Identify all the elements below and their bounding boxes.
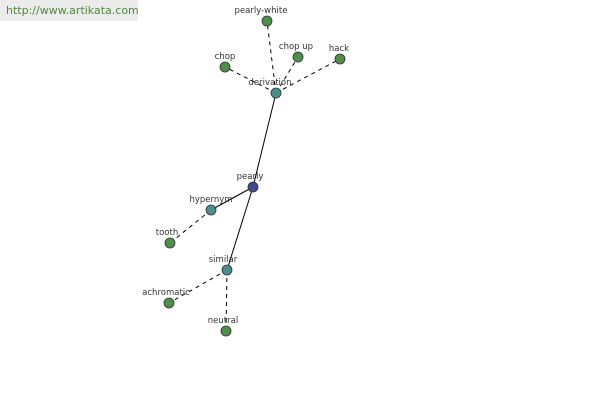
node-circle-similar[interactable]: [221, 264, 233, 276]
node-circle-derivation[interactable]: [270, 87, 282, 99]
node-label-neutral[interactable]: neutral: [208, 316, 238, 326]
nodes-layer: pearly derivation hypernym similar pearly-wh…: [142, 6, 349, 337]
node-similar[interactable]: similar: [209, 255, 238, 276]
node-label-hypernym[interactable]: hypernym: [189, 195, 232, 205]
edges-layer: [168, 20, 341, 332]
node-achromatic[interactable]: achromatic: [142, 288, 190, 309]
node-tooth[interactable]: tooth: [156, 228, 178, 249]
node-label-hack[interactable]: hack: [329, 44, 349, 54]
node-label-pearly[interactable]: pearly: [237, 172, 264, 182]
node-hypernym[interactable]: hypernym: [189, 195, 233, 216]
node-chop-up[interactable]: chop up: [279, 42, 313, 63]
edge-similar-achromatic: [168, 269, 228, 304]
node-label-derivation[interactable]: derivation: [248, 78, 291, 88]
node-label-tooth[interactable]: tooth: [156, 228, 178, 238]
node-circle-pearly[interactable]: [247, 181, 259, 193]
node-derivation[interactable]: derivation: [248, 78, 292, 99]
site-url-banner[interactable]: http://www.artikata.com: [0, 0, 139, 21]
node-circle-hypernym[interactable]: [205, 204, 217, 216]
edge-pearly-similar: [226, 186, 254, 271]
edge-similar-neutral: [225, 269, 228, 332]
edge-pearly-derivation: [252, 92, 277, 188]
node-label-similar[interactable]: similar: [209, 255, 238, 265]
node-circle-achromatic[interactable]: [163, 297, 175, 309]
node-chop[interactable]: chop: [215, 52, 236, 73]
node-label-chop[interactable]: chop: [215, 52, 236, 62]
node-label-chop-up[interactable]: chop up: [279, 42, 313, 52]
edge-derivation-chop-up: [275, 56, 299, 94]
node-circle-neutral[interactable]: [220, 325, 232, 337]
node-circle-chop-up[interactable]: [292, 51, 304, 63]
node-pearly[interactable]: pearly: [237, 172, 264, 193]
edge-derivation-chop: [224, 66, 277, 94]
node-label-pearly-white[interactable]: pearly-white: [235, 6, 288, 16]
node-circle-hack[interactable]: [334, 53, 346, 65]
node-pearly-white[interactable]: pearly-white: [235, 6, 288, 27]
node-neutral[interactable]: neutral: [208, 316, 238, 337]
node-label-achromatic[interactable]: achromatic: [142, 288, 190, 298]
node-circle-chop[interactable]: [219, 61, 231, 73]
edge-hypernym-tooth: [169, 209, 212, 244]
node-circle-tooth[interactable]: [164, 237, 176, 249]
node-circle-pearly-white[interactable]: [261, 15, 273, 27]
edge-pearly-hypernym: [210, 186, 254, 211]
node-hack[interactable]: hack: [329, 44, 349, 65]
